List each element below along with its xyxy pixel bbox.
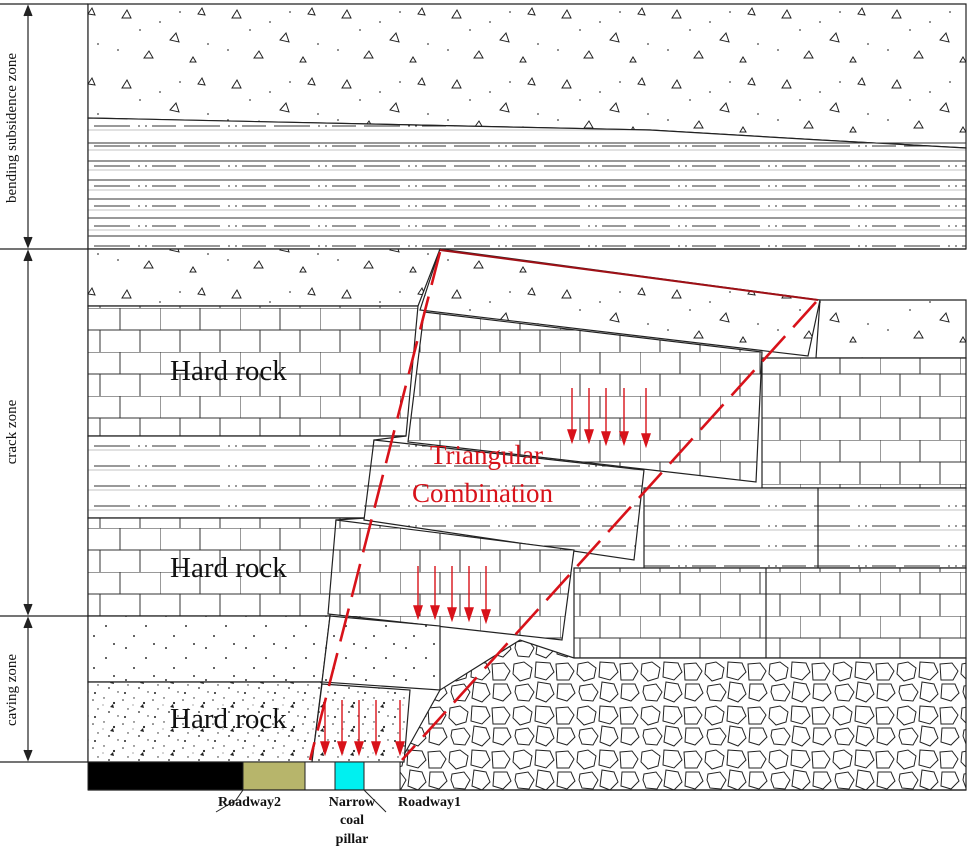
zone-label-crack: crack zone xyxy=(4,399,20,464)
narrow-coal-pillar-label-3: pillar xyxy=(336,832,369,847)
left-strata xyxy=(87,248,441,763)
roadway1-label: Roadway1 xyxy=(398,795,461,810)
zone-label-bending: bending subsidence zone xyxy=(4,53,20,203)
hard-rock-label-lower: Hard rock xyxy=(170,703,287,735)
right-strata xyxy=(399,299,967,791)
roadway2-fill xyxy=(242,761,306,791)
fracture-lines xyxy=(308,251,817,761)
coal-seam xyxy=(87,761,966,791)
load-arrows xyxy=(320,388,651,757)
roadway2-label: Roadway2 xyxy=(218,795,281,810)
triangular-combination-line1: Triangular xyxy=(430,440,543,470)
bending-zone-strata xyxy=(87,3,967,250)
rotated-blocks xyxy=(311,248,821,763)
hard-rock-label-middle: Hard rock xyxy=(170,552,287,584)
narrow-coal-pillar-fill xyxy=(334,761,365,791)
hard-rock-label-upper: Hard rock xyxy=(170,355,287,387)
triangular-combination-line2: Combination xyxy=(412,478,553,508)
narrow-coal-pillar-label-2: coal xyxy=(340,813,364,828)
narrow-coal-pillar-label-1: Narrow xyxy=(329,795,376,810)
zone-label-caving: caving zone xyxy=(4,654,20,726)
leader-lines xyxy=(215,789,387,813)
top-block-edge xyxy=(439,249,819,301)
